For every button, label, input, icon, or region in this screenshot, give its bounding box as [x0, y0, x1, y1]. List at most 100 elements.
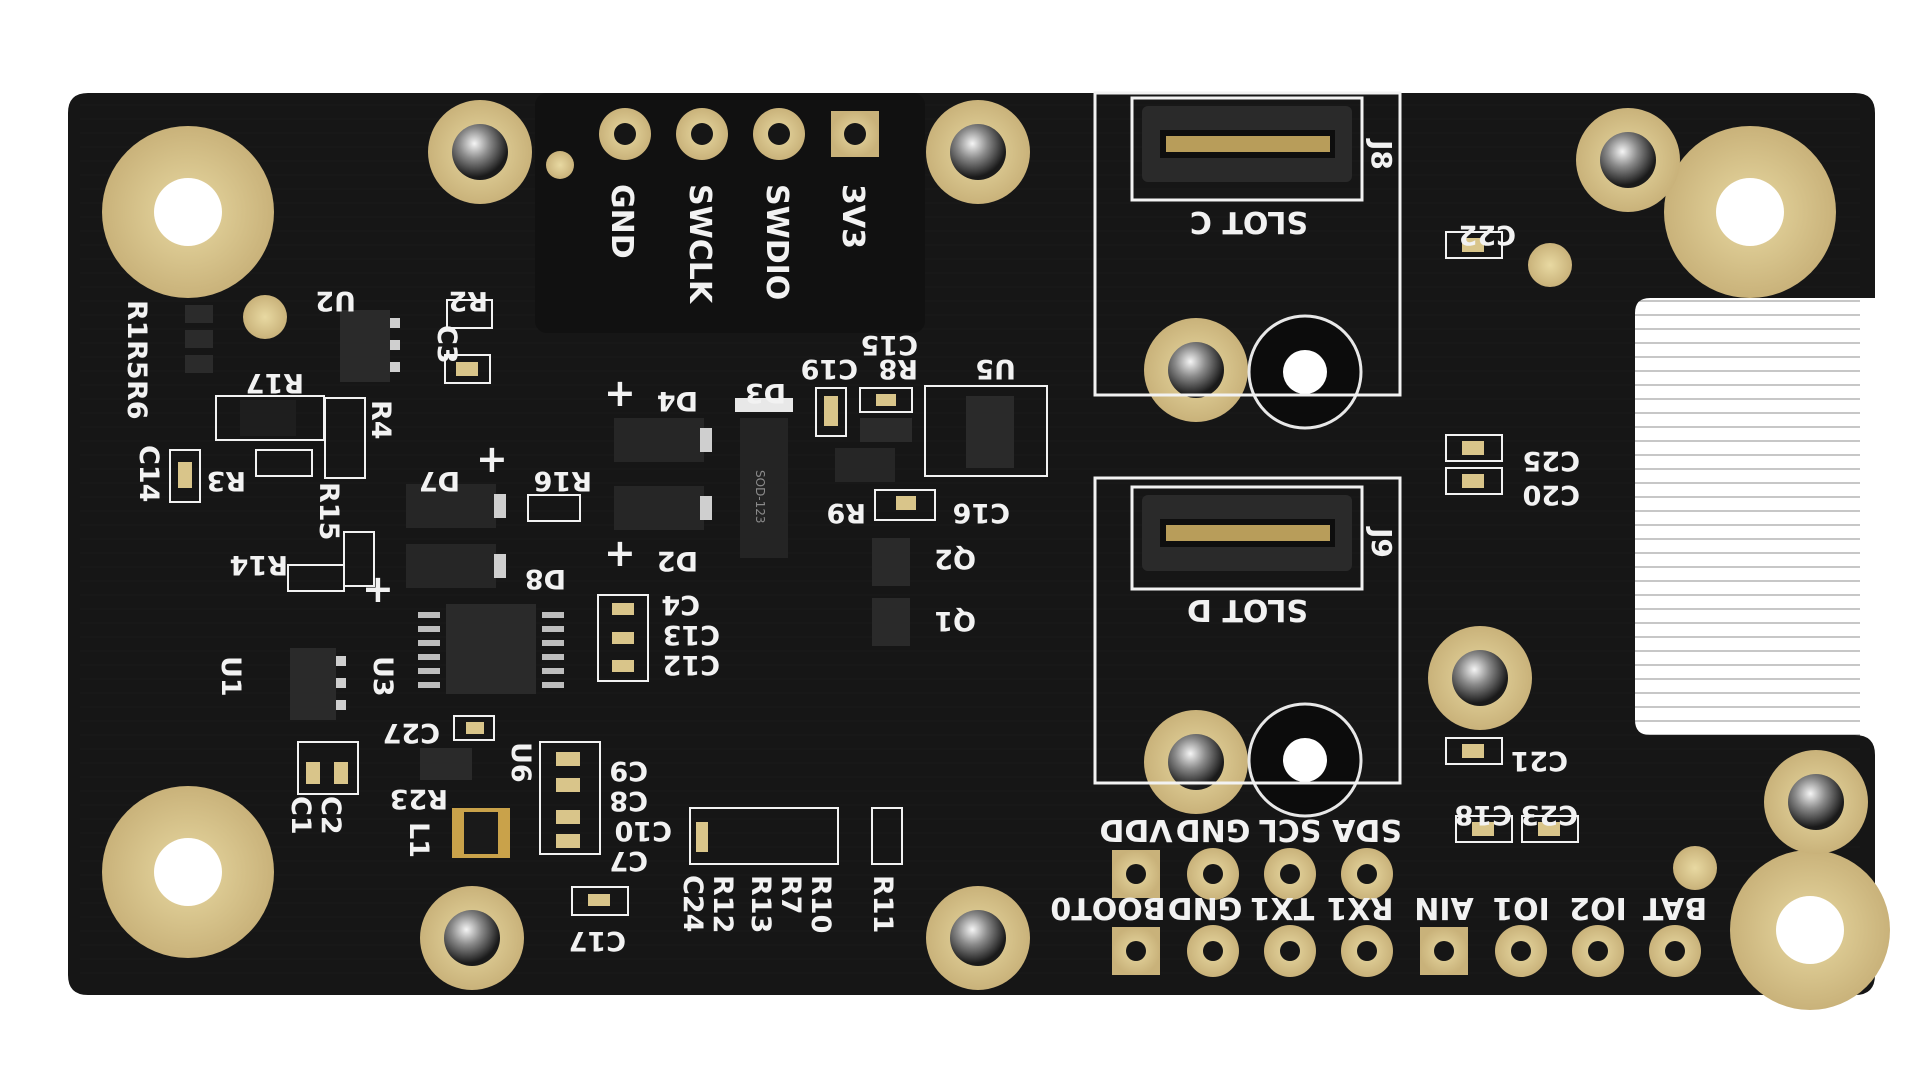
polarity-d7: +	[476, 437, 508, 481]
label-C1: C1	[285, 796, 316, 835]
bottom-pin-label-6: IO2	[1569, 890, 1627, 925]
chip-u2	[340, 310, 400, 382]
mounting-hole-br	[1730, 850, 1890, 1010]
screw-4	[1144, 318, 1248, 422]
bottom-pin-label-1: GND	[1168, 890, 1243, 925]
label-C18: C18	[1455, 799, 1512, 830]
label-C2: C2	[315, 796, 346, 835]
label-R14: R14	[230, 549, 288, 580]
label-R10: R10	[805, 875, 836, 933]
polarity-d4: +	[604, 371, 636, 415]
label-R9: R9	[826, 497, 866, 528]
chip-u1	[290, 648, 346, 720]
debug-pin-label-3: 3V3	[835, 184, 870, 249]
diode-d3	[735, 398, 793, 558]
label-D3: D3	[745, 377, 786, 408]
label-R23: R23	[390, 783, 448, 814]
screw-6	[1144, 710, 1248, 814]
slot-d-label: SLOT D	[1187, 592, 1308, 627]
debug-pin-label-2: SWDIO	[759, 184, 794, 300]
debug-pin-label-1: SWCLK	[682, 184, 717, 305]
label-C23: C23	[1521, 799, 1578, 830]
slot-c-label: SLOT C	[1190, 204, 1308, 239]
screw-5	[1428, 626, 1532, 730]
polarity-d2: +	[604, 531, 636, 575]
label-C3: C3	[431, 325, 462, 364]
slot-d-outline	[1093, 476, 1402, 785]
label-R16: R16	[534, 465, 592, 496]
inductor-l1	[452, 808, 510, 858]
label-R3: R3	[206, 465, 246, 496]
label-D2: D2	[657, 545, 698, 576]
bottom-pin-label-5: IO1	[1492, 890, 1550, 925]
label-R7: R7	[775, 875, 806, 915]
debug-pin-label-0: GND	[604, 184, 639, 259]
i2c-header-pads	[1112, 848, 1393, 900]
label-R2: R2	[448, 285, 488, 316]
label-U6: U6	[505, 742, 536, 783]
label-C4: C4	[661, 589, 700, 620]
bottom-pin-label-2: TX1	[1250, 890, 1314, 925]
i2c-pin-label-0: VDD	[1099, 812, 1172, 847]
label-C16: C16	[953, 497, 1010, 528]
screw-2	[926, 100, 1030, 204]
label-C15: C15	[861, 329, 918, 360]
standoff-slot-c	[1247, 314, 1363, 430]
i2c-pin-label-2: SCL	[1259, 812, 1322, 847]
diode-d4	[614, 418, 712, 462]
screw-7	[1764, 750, 1868, 854]
label-C12: C12	[663, 649, 720, 680]
mounting-hole-tr	[1664, 126, 1836, 298]
label-R17: R17	[246, 367, 304, 398]
label-C19: C19	[801, 353, 858, 384]
label-L1: L1	[403, 822, 434, 858]
label-C22: C22	[1459, 219, 1516, 250]
slot-c-designator: J8	[1365, 138, 1398, 170]
chip-u6	[420, 748, 472, 780]
label-C8: C8	[609, 785, 648, 816]
label-C20: C20	[1523, 479, 1580, 510]
label-C13: C13	[663, 619, 720, 650]
label-U5: U5	[975, 353, 1016, 384]
label-R13: R13	[745, 875, 776, 933]
screw-9	[926, 886, 1030, 990]
bottom-pin-label-0: BOOT0	[1050, 890, 1165, 925]
slot-d-designator: J9	[1365, 526, 1398, 558]
label-C21: C21	[1511, 745, 1568, 776]
screw-1	[428, 100, 532, 204]
label-R8: R8	[878, 353, 918, 384]
label-D8: D8	[525, 563, 566, 594]
diode-d8	[406, 544, 506, 588]
label-C17: C17	[569, 925, 626, 956]
mounting-hole-tl	[102, 126, 274, 298]
label-R4: R4	[365, 400, 396, 440]
standoff-slot-d	[1247, 702, 1363, 818]
label-C10: C10	[615, 815, 672, 846]
bottom-pin-label-7: BAT	[1642, 890, 1707, 925]
label-R1: R1	[121, 300, 152, 340]
label-R15: R15	[313, 482, 344, 540]
bottom-pin-label-3: RX1	[1326, 890, 1393, 925]
label-C7: C7	[609, 845, 648, 876]
label-R5: R5	[121, 340, 152, 380]
label-C14: C14	[133, 445, 164, 502]
bottom-header-pads	[1112, 925, 1701, 977]
label-D7: D7	[419, 465, 460, 496]
i2c-pin-label-3: SDA	[1331, 812, 1402, 847]
screw-8	[420, 886, 524, 990]
bottom-pin-label-4: AIN	[1414, 890, 1474, 925]
label-Q2: Q2	[934, 543, 976, 574]
mounting-hole-bl	[102, 786, 274, 958]
label-C9: C9	[609, 755, 648, 786]
label-Q1: Q1	[934, 605, 976, 636]
debug-header-pads	[599, 108, 879, 160]
label-R12: R12	[707, 875, 738, 933]
label-U2: U2	[315, 285, 356, 316]
i2c-pin-label-1: GND	[1176, 812, 1251, 847]
diode-d2	[614, 486, 712, 530]
chip-u5	[924, 385, 1048, 477]
diode-d7	[406, 484, 506, 528]
label-U3: U3	[367, 656, 398, 697]
label-C24: C24	[677, 875, 708, 932]
